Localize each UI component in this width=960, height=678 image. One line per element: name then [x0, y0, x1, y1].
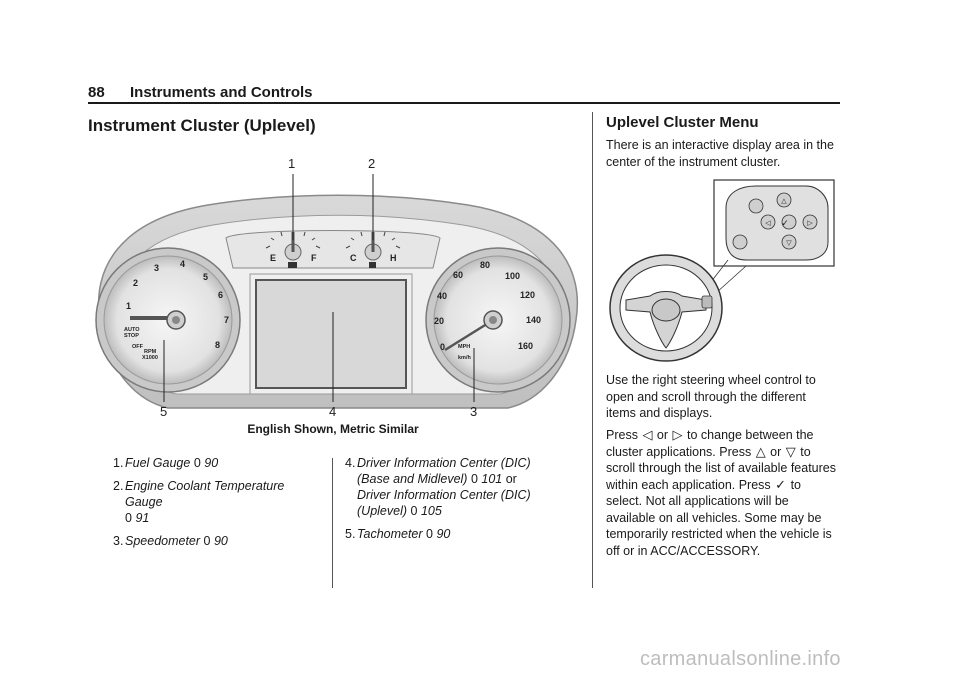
legend-list-left: 1. Fuel Gauge 0 90 2. Engine Coolant Tem…: [113, 455, 318, 556]
down-arrow-icon: ▽: [786, 240, 792, 247]
callout-2: 2: [368, 156, 375, 171]
autostop-label: AUTO: [124, 327, 140, 333]
callout-1: 1: [288, 156, 295, 171]
off-label: OFF: [132, 344, 144, 350]
fuel-e-label: E: [270, 253, 276, 263]
callout-5: 5: [160, 404, 167, 419]
speed-tick-40: 40: [437, 291, 447, 301]
coolant-temp-gauge: C H: [345, 231, 401, 268]
header-rule: [88, 102, 840, 104]
fuel-gauge: E F: [265, 231, 321, 268]
left-arrow-icon: ◁: [765, 220, 771, 227]
temp-c-label: C: [350, 253, 357, 263]
right-arrow-icon: ▷: [672, 427, 683, 442]
steering-wheel-illustration: ✓ ◁ ▷ △ ▽: [609, 179, 835, 362]
left-arrow-icon: ◁: [642, 427, 653, 442]
list-item: 2. Engine Coolant Temperature Gauge 0 91: [113, 479, 285, 525]
callout-3: 3: [470, 404, 477, 419]
paragraph: Press ◁ or ▷ to change between the clust…: [606, 427, 836, 558]
down-arrow-icon: ▽: [785, 443, 796, 459]
tach-tick-5: 5: [203, 272, 208, 282]
tach-tick-7: 7: [224, 315, 229, 325]
callout-4: 4: [329, 404, 336, 419]
column-divider: [592, 112, 593, 588]
tach-tick-8: 8: [215, 340, 220, 350]
tach-tick-4: 4: [180, 259, 185, 269]
list-item: 1. Fuel Gauge 0 90: [113, 456, 219, 470]
check-icon: ✓: [775, 476, 787, 492]
up-arrow-icon: △: [781, 198, 787, 205]
list-item: 4. Driver Information Center (DIC) (Base…: [345, 456, 531, 518]
temp-h-label: H: [390, 253, 397, 263]
page-title: Instrument Cluster (Uplevel): [88, 116, 316, 135]
section-title: Instruments and Controls: [130, 84, 313, 101]
intro-paragraph: There is an interactive display area in …: [606, 138, 834, 169]
list-item: 3. Speedometer 0 90: [113, 534, 228, 548]
speedometer: 0 20 40 60 80 100 120 140 160 MPH km/h: [425, 247, 571, 393]
speed-tick-140: 140: [526, 315, 541, 325]
watermark: carmanualsonline.info: [640, 648, 841, 670]
check-icon: ✓: [781, 218, 789, 228]
list-item: 5. Tachometer 0 90: [345, 527, 451, 541]
kmh-label: km/h: [458, 355, 471, 361]
tachometer: 1 2 3 4 5 6 7 8 AUTO STOP OFF RPM X1000: [95, 247, 241, 393]
page-number: 88: [88, 84, 105, 101]
up-arrow-icon: △: [755, 443, 766, 459]
instrument-cluster-illustration: E F C H 1 2 3 4 5 6 7 8 AUTO STOP OFF RP…: [95, 156, 579, 419]
speed-tick-120: 120: [520, 290, 535, 300]
tach-tick-2: 2: [133, 278, 138, 288]
fuel-f-label: F: [311, 253, 317, 263]
legend-list-right: 4. Driver Information Center (DIC) (Base…: [345, 455, 565, 549]
control-buttons: [732, 192, 818, 250]
mph-label: MPH: [458, 344, 470, 350]
page-header: 88 Instruments and Controls: [88, 84, 840, 104]
speed-tick-100: 100: [505, 271, 520, 281]
speed-tick-80: 80: [480, 260, 490, 270]
speed-tick-0: 0: [440, 342, 445, 352]
x1000-label: X1000: [142, 355, 158, 361]
tach-tick-6: 6: [218, 290, 223, 300]
speed-tick-20: 20: [434, 316, 444, 326]
thermometer-icon: [369, 262, 376, 268]
right-arrow-icon: ▷: [807, 220, 813, 227]
fuel-pump-icon: [288, 262, 297, 268]
upper-gauge-pod: [225, 230, 441, 269]
figure-caption: English Shown, Metric Similar: [247, 422, 419, 436]
tach-tick-1: 1: [126, 301, 131, 311]
steering-wheel: [609, 254, 723, 362]
driver-information-center-display: [255, 279, 407, 389]
right-wheel-control: [701, 295, 713, 309]
column-divider: [332, 458, 333, 588]
rpm-label: RPM: [144, 349, 157, 355]
paragraph: Use the right steering wheel control to …: [606, 373, 816, 420]
svg-text:STOP: STOP: [124, 333, 139, 339]
speed-tick-60: 60: [453, 270, 463, 280]
speed-tick-160: 160: [518, 341, 533, 351]
subsection-title: Uplevel Cluster Menu: [606, 114, 759, 131]
tach-tick-3: 3: [154, 263, 159, 273]
